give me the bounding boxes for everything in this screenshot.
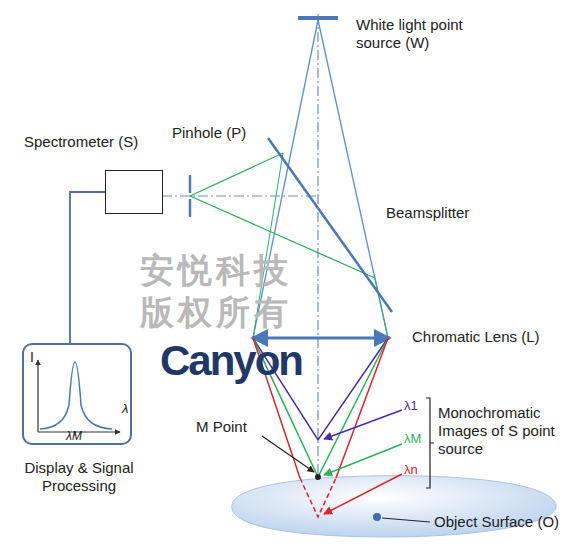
part-label: Object Surface (O)	[434, 513, 569, 531]
optical-axis	[317, 14, 318, 478]
watermark: 安悦科技	[140, 250, 320, 291]
m-point-leader	[262, 436, 314, 472]
source-ray	[253, 20, 318, 338]
part-label: M Point	[196, 418, 266, 436]
part-label: λ1	[404, 398, 430, 414]
graph-axis	[37, 360, 38, 432]
node-text: λM	[66, 429, 96, 443]
pinhole-axis	[162, 195, 318, 196]
part-label: Beamsplitter	[386, 204, 496, 222]
watermark: Canyon	[160, 336, 300, 386]
surface-leader	[382, 518, 430, 522]
part-label: Monochromatic Images of S point source	[438, 404, 566, 458]
lambdaM-arrow	[324, 444, 402, 475]
part-label: Chromatic Lens (L)	[412, 328, 562, 346]
spectrometer-box: Spectrometer (S)	[105, 170, 163, 214]
part-label: λM	[404, 431, 430, 447]
bracket	[426, 398, 434, 488]
lambda1-arrow	[324, 410, 402, 439]
lambdan-arrow	[324, 474, 402, 514]
signal-wire	[70, 192, 105, 343]
node-text: Spectrometer (S)	[24, 133, 174, 151]
spectrum-peak	[40, 362, 112, 429]
node-text: Display & Signal Processing	[10, 459, 148, 495]
surface-dot	[373, 513, 381, 521]
watermark: 版权所有	[140, 292, 320, 333]
part-label: Pinhole (P)	[172, 124, 272, 142]
return-ray	[375, 278, 388, 338]
light-source	[298, 16, 338, 20]
pinhole	[189, 175, 192, 193]
node-text: λ	[122, 401, 134, 417]
display-box: IλλMDisplay & Signal Processing	[22, 343, 132, 445]
node-text: I	[30, 349, 44, 366]
m-point	[315, 474, 321, 480]
pinhole	[189, 199, 192, 217]
part-label: λn	[404, 462, 430, 478]
return-ray	[190, 153, 283, 196]
part-label: White light point source (W)	[356, 16, 486, 52]
